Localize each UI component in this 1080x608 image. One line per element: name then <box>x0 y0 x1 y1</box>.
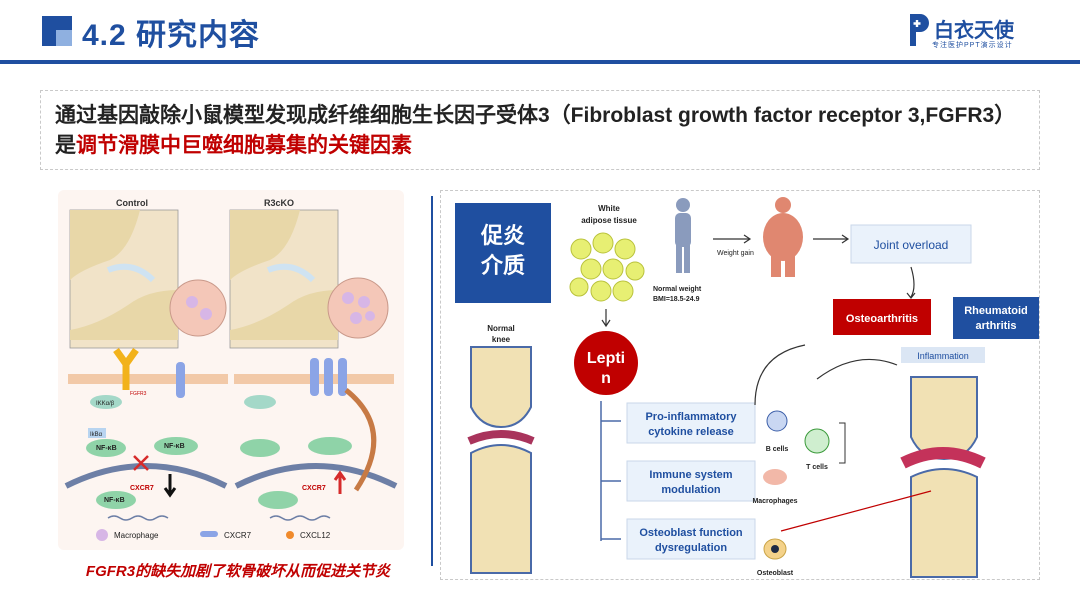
rheumatoid-arthritis-box <box>953 297 1039 339</box>
svg-text:Rheumatoid: Rheumatoid <box>964 305 1028 317</box>
leptin-circle <box>574 331 638 395</box>
svg-text:B cells: B cells <box>766 446 789 453</box>
svg-text:Pro-inflammatory: Pro-inflammatory <box>645 411 737 423</box>
osteoarthritis-box <box>833 299 931 335</box>
effect-immune-box <box>626 460 756 502</box>
normal-knee-icon <box>467 346 535 574</box>
svg-text:Lepti: Lepti <box>587 350 625 367</box>
svg-text:Weight gain: Weight gain <box>717 250 754 257</box>
svg-text:Immune system: Immune system <box>649 469 732 481</box>
adipose-tissue-icon <box>569 232 645 302</box>
control-nucleus-envelope <box>64 463 228 489</box>
svg-text:White: White <box>598 204 620 213</box>
joint-overload-box <box>850 224 972 264</box>
ikk-complex <box>90 395 122 409</box>
ikb-protein <box>88 428 106 438</box>
legend-cxcr7-icon <box>200 531 218 537</box>
t-cell-icon <box>804 428 830 454</box>
svg-text:NF-κB: NF-κB <box>104 497 125 504</box>
svg-text:Macrophages: Macrophages <box>752 498 797 505</box>
svg-text:Joint overload: Joint overload <box>874 238 949 252</box>
panel-separator <box>431 196 433 566</box>
blocked-x-icon <box>133 455 149 471</box>
fgfr3-mechanism-figure: Control R3cKO FGFR3 IKKα/β IkBα <box>58 190 404 550</box>
svg-text:CXCR7: CXCR7 <box>130 485 154 492</box>
legend-macrophage: Macrophage <box>114 531 159 540</box>
decrease-arrow-icon <box>163 474 177 498</box>
macrophage-icon <box>763 469 787 485</box>
ko-nucleus-envelope <box>234 463 398 489</box>
feedback-arrow-icon <box>344 388 377 492</box>
obesity-arthritis-diagram: 促炎 介质 White adipose tissue Lepti n Norma… <box>455 197 1039 578</box>
fgfr3-diagram: Control R3cKO FGFR3 IKKα/β IkBα <box>64 198 398 541</box>
svg-text:IkBα: IkBα <box>90 432 103 438</box>
legend-cxcl12: CXCL12 <box>300 531 331 540</box>
normal-weight-person-icon <box>675 198 691 273</box>
inflamed-knee-icon <box>900 376 986 578</box>
effect-osteoblast-box <box>626 518 756 560</box>
legend-cxcl12-icon <box>286 531 294 539</box>
svg-text:CXCR7: CXCR7 <box>302 485 326 492</box>
dna-strand <box>107 515 169 521</box>
increase-arrow-icon <box>333 470 347 494</box>
svg-text:Osteoblast function: Osteoblast function <box>639 527 743 539</box>
down-arrow-icon <box>601 309 611 328</box>
legend-macrophage-icon <box>96 529 108 541</box>
proinflammatory-badge <box>455 203 551 303</box>
control-synovium-zoom <box>169 279 227 337</box>
ko-synovium-zoom <box>327 277 389 339</box>
b-cell-icon <box>766 410 788 432</box>
legend-cxcr7: CXCR7 <box>224 531 252 540</box>
fgfr3-receptor-icon <box>113 347 139 390</box>
inflammation-pathway-figure: 促炎 介质 White adipose tissue Lepti n Norma… <box>440 190 1040 580</box>
svg-text:NF-κB: NF-κB <box>164 443 185 450</box>
label-control: Control <box>116 198 148 208</box>
title-square-icon <box>42 16 72 46</box>
svg-text:modulation: modulation <box>661 484 721 496</box>
effect-cytokine-box <box>626 402 756 444</box>
svg-text:介质: 介质 <box>480 253 525 278</box>
statement-text: 通过基因敲除小鼠模型发现成纤维细胞生长因子受体3（Fibroblast grow… <box>55 104 1016 157</box>
svg-text:dysregulation: dysregulation <box>655 542 727 554</box>
svg-text:促炎: 促炎 <box>480 223 525 248</box>
control-membrane <box>68 374 228 384</box>
logo-p-icon <box>910 14 929 46</box>
svg-text:cytokine release: cytokine release <box>648 426 734 438</box>
svg-text:arthritis: arthritis <box>976 320 1017 332</box>
logo-tagline: 专注医护PPT演示设计 <box>932 42 1013 49</box>
svg-text:Inflammation: Inflammation <box>917 351 969 361</box>
figure-caption: FGFR3的缺失加剧了软骨破坏从而促进关节炎 <box>85 563 391 580</box>
svg-text:knee: knee <box>492 335 511 344</box>
svg-text:BMI=18.5-24.9: BMI=18.5-24.9 <box>653 296 700 303</box>
svg-text:NF-κB: NF-κB <box>96 445 117 452</box>
logo-name: 白衣天使 <box>934 20 1014 42</box>
statement-highlight: 调节滑膜中巨噬细胞募集的关键因素 <box>76 134 412 157</box>
svg-text:T cells: T cells <box>806 464 828 471</box>
nfkb-complex <box>86 439 126 457</box>
svg-text:FGFR3: FGFR3 <box>130 391 147 397</box>
research-statement: 通过基因敲除小鼠模型发现成纤维细胞生长因子受体3（Fibroblast grow… <box>40 90 1040 170</box>
svg-text:Osteoarthritis: Osteoarthritis <box>846 313 918 325</box>
svg-text:Normal weight: Normal weight <box>653 286 702 293</box>
svg-text:Osteoblast: Osteoblast <box>757 570 794 577</box>
svg-text:IKKα/β: IKKα/β <box>96 401 115 407</box>
page-title: 4.2 研究内容 <box>82 19 261 52</box>
svg-text:n: n <box>601 370 611 387</box>
svg-text:Normal: Normal <box>487 324 515 333</box>
svg-text:adipose tissue: adipose tissue <box>581 216 637 225</box>
header-rule <box>0 60 1080 64</box>
label-r3cko: R3cKO <box>264 198 294 208</box>
overweight-person-icon <box>763 197 803 277</box>
cxcr7-receptor-icon <box>176 362 185 398</box>
inflammation-box <box>901 347 985 363</box>
